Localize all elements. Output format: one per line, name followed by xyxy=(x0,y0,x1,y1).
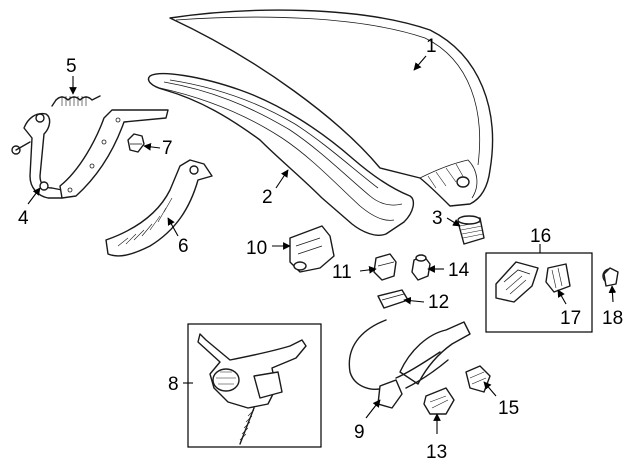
callout-3: 3 xyxy=(432,208,443,229)
handle-bracket-part-13 xyxy=(423,387,455,415)
callout-2: 2 xyxy=(262,187,273,208)
callout-8: 8 xyxy=(168,374,179,395)
trunk-lid-part-1 xyxy=(169,9,494,207)
trunk-lid-actuator-part-8 xyxy=(197,333,307,445)
striker-part-15 xyxy=(465,365,491,393)
callout-7: 7 xyxy=(162,138,173,159)
bulb-socket-part-18 xyxy=(602,267,619,287)
hinge-cover-part-6 xyxy=(105,159,213,257)
weatherstrip-seal-part-2 xyxy=(147,73,415,236)
callout-15: 15 xyxy=(498,398,519,419)
callout-6: 6 xyxy=(178,236,189,257)
part-16-group-box xyxy=(485,252,593,333)
connector-part-11 xyxy=(373,253,397,281)
callout-14: 14 xyxy=(448,260,470,281)
callout-5: 5 xyxy=(66,56,77,77)
switch-part-17 xyxy=(545,263,571,293)
leader-lines xyxy=(27,55,617,434)
callout-9: 9 xyxy=(354,422,365,443)
callout-1: 1 xyxy=(426,36,437,57)
callout-18: 18 xyxy=(602,308,623,329)
latch-and-cable-part-9 xyxy=(348,319,471,409)
hinge-spring-part-5 xyxy=(51,95,101,107)
hinge-strap xyxy=(59,109,169,199)
retainer-part-14 xyxy=(411,254,431,281)
callout-4: 4 xyxy=(18,208,29,229)
part-8-group-box xyxy=(187,323,322,448)
callout-11: 11 xyxy=(332,262,352,283)
callout-13: 13 xyxy=(426,442,447,463)
hinge-arm-part-4 xyxy=(11,112,63,199)
callout-16: 16 xyxy=(530,226,551,247)
latch-module-part-10 xyxy=(289,225,335,273)
guide-part-12 xyxy=(377,289,409,309)
bolt-part-7 xyxy=(127,133,145,153)
switch-housing-part-16 xyxy=(495,261,539,303)
callout-17: 17 xyxy=(560,308,581,329)
bump-stop-part-3 xyxy=(457,215,485,245)
callout-12: 12 xyxy=(428,292,449,313)
callout-10: 10 xyxy=(246,238,267,259)
